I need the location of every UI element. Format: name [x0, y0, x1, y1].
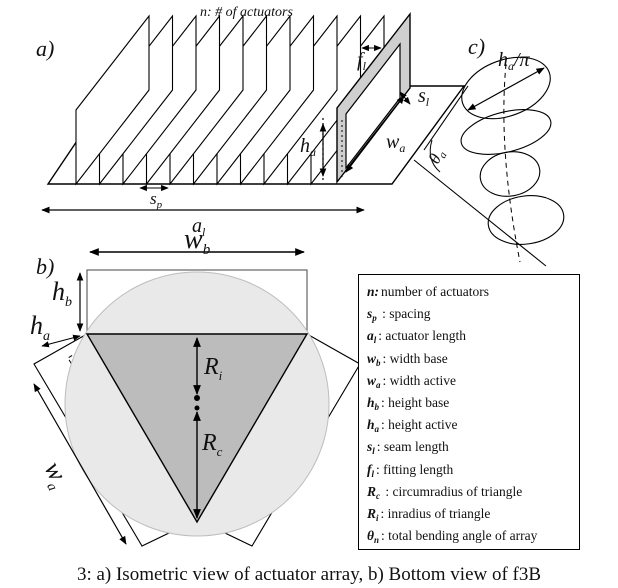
legend-symbol: R — [367, 483, 377, 499]
legend-symbol-subscript: b — [376, 357, 381, 368]
legend-symbol: s — [367, 439, 373, 455]
legend-row: ha: height active — [367, 414, 579, 436]
legend-description: : total bending angle of array — [381, 528, 538, 544]
actuator-fin — [75, 14, 150, 186]
height-active-b-label: ha — [30, 311, 50, 344]
figure-caption: 3: a) Isometric view of actuator array, … — [76, 564, 542, 585]
legend-row: wb: width base — [367, 348, 579, 370]
panel-a: a) n: # of actuators fl sl ha wa sp al — [36, 5, 466, 239]
legend-description: : seam length — [376, 439, 449, 455]
legend-symbol-subscript: i — [376, 512, 379, 523]
bend-angle-arc — [429, 139, 441, 173]
actuator-length-label: al — [192, 215, 206, 239]
legend-symbol-subscript: l — [371, 468, 375, 479]
legend-row: Rc : circumradius of triangle — [367, 481, 579, 503]
coil-diameter-arrow — [467, 67, 545, 111]
legend-symbol-subscript: l — [372, 446, 375, 457]
legend-row: hb: height base — [367, 392, 579, 414]
height-active-label: ha — [300, 135, 316, 159]
panel-a-label: a) — [36, 36, 54, 61]
panel-c-label: c) — [468, 34, 485, 59]
legend-symbol: w — [367, 350, 377, 366]
width-active-b-arrow — [33, 383, 127, 545]
legend-description: : spacing — [378, 306, 431, 322]
legend-symbol: R — [367, 505, 377, 521]
height-active-b-arrow — [41, 334, 81, 348]
actuator-count-label: n: # of actuators — [200, 5, 293, 20]
circumradius-label: Rc — [201, 430, 223, 459]
legend-description: : width active — [382, 372, 456, 388]
legend-description: : width base — [382, 350, 448, 366]
legend-description: : actuator length — [378, 328, 466, 344]
legend-description: : height active — [381, 417, 458, 433]
legend-symbol-subscript: l — [373, 335, 377, 346]
legend-row: wa: width active — [367, 370, 579, 392]
width-active-label: wa — [386, 131, 405, 155]
legend-row: al: actuator length — [367, 325, 579, 347]
legend-description: : inradius of triangle — [380, 505, 491, 521]
coil-ellipse-3 — [479, 151, 541, 197]
inradius-label: Ri — [203, 354, 223, 383]
legend-row: Ri: inradius of triangle — [367, 503, 579, 525]
spacing-label: sp — [150, 189, 163, 211]
legend-description: : height base — [381, 394, 450, 410]
width-active-b-label: wa — [35, 457, 76, 494]
legend-symbol-subscript: a — [374, 424, 380, 435]
legend-symbol: f — [367, 461, 372, 477]
seam-length-label: sl — [418, 85, 430, 109]
legend-row: sp : spacing — [367, 303, 579, 325]
legend-description: number of actuators — [381, 284, 489, 299]
legend-symbol-subscript: c — [376, 490, 381, 501]
legend-symbol: n: — [367, 284, 380, 299]
legend-symbol: a — [367, 328, 374, 344]
legend-row: θn: total bending angle of array — [367, 525, 579, 547]
triangle-center-dot — [194, 395, 200, 401]
bend-axis-line — [423, 85, 469, 151]
legend-row: fl: fitting length — [367, 459, 579, 481]
bending-angle-label: θa — [425, 145, 450, 168]
fitting-length-label: fl — [357, 49, 367, 73]
legend-symbol: h — [367, 417, 375, 433]
legend-row: n:number of actuators — [367, 281, 579, 303]
legend-symbol-subscript: p — [372, 313, 377, 324]
actuator-fins — [75, 14, 385, 186]
legend-symbol-subscript: a — [376, 379, 381, 390]
seam-length-arrow — [399, 91, 411, 105]
width-base-label: wb — [184, 224, 211, 258]
coil-ellipse-2 — [460, 109, 552, 155]
legend-symbol-subscript: b — [374, 401, 380, 412]
legend-symbol: w — [367, 372, 377, 388]
legend-description: : circumradius of triangle — [382, 483, 523, 499]
panel-b-label: b) — [36, 254, 54, 279]
bend-reference-line — [413, 159, 547, 267]
width-active-arrow — [345, 95, 405, 173]
legend-row: sl: seam length — [367, 436, 579, 458]
legend-symbol: θ — [367, 528, 375, 544]
legend-symbol: s — [367, 306, 373, 322]
panel-c: c) ha/π θa — [413, 34, 565, 267]
coil-centerline — [503, 63, 521, 263]
legend-symbol: h — [367, 394, 375, 410]
panel-b: b) wb hb ha Ri Rc wa — [30, 224, 361, 547]
height-base-label: hb — [52, 277, 72, 310]
coil-ellipse-4 — [487, 195, 565, 245]
legend-symbol-subscript: n — [374, 535, 380, 546]
legend-description: : fitting length — [376, 461, 454, 477]
coil-ellipse-1 — [461, 56, 551, 120]
coil-diameter-label: ha/π — [498, 49, 531, 73]
